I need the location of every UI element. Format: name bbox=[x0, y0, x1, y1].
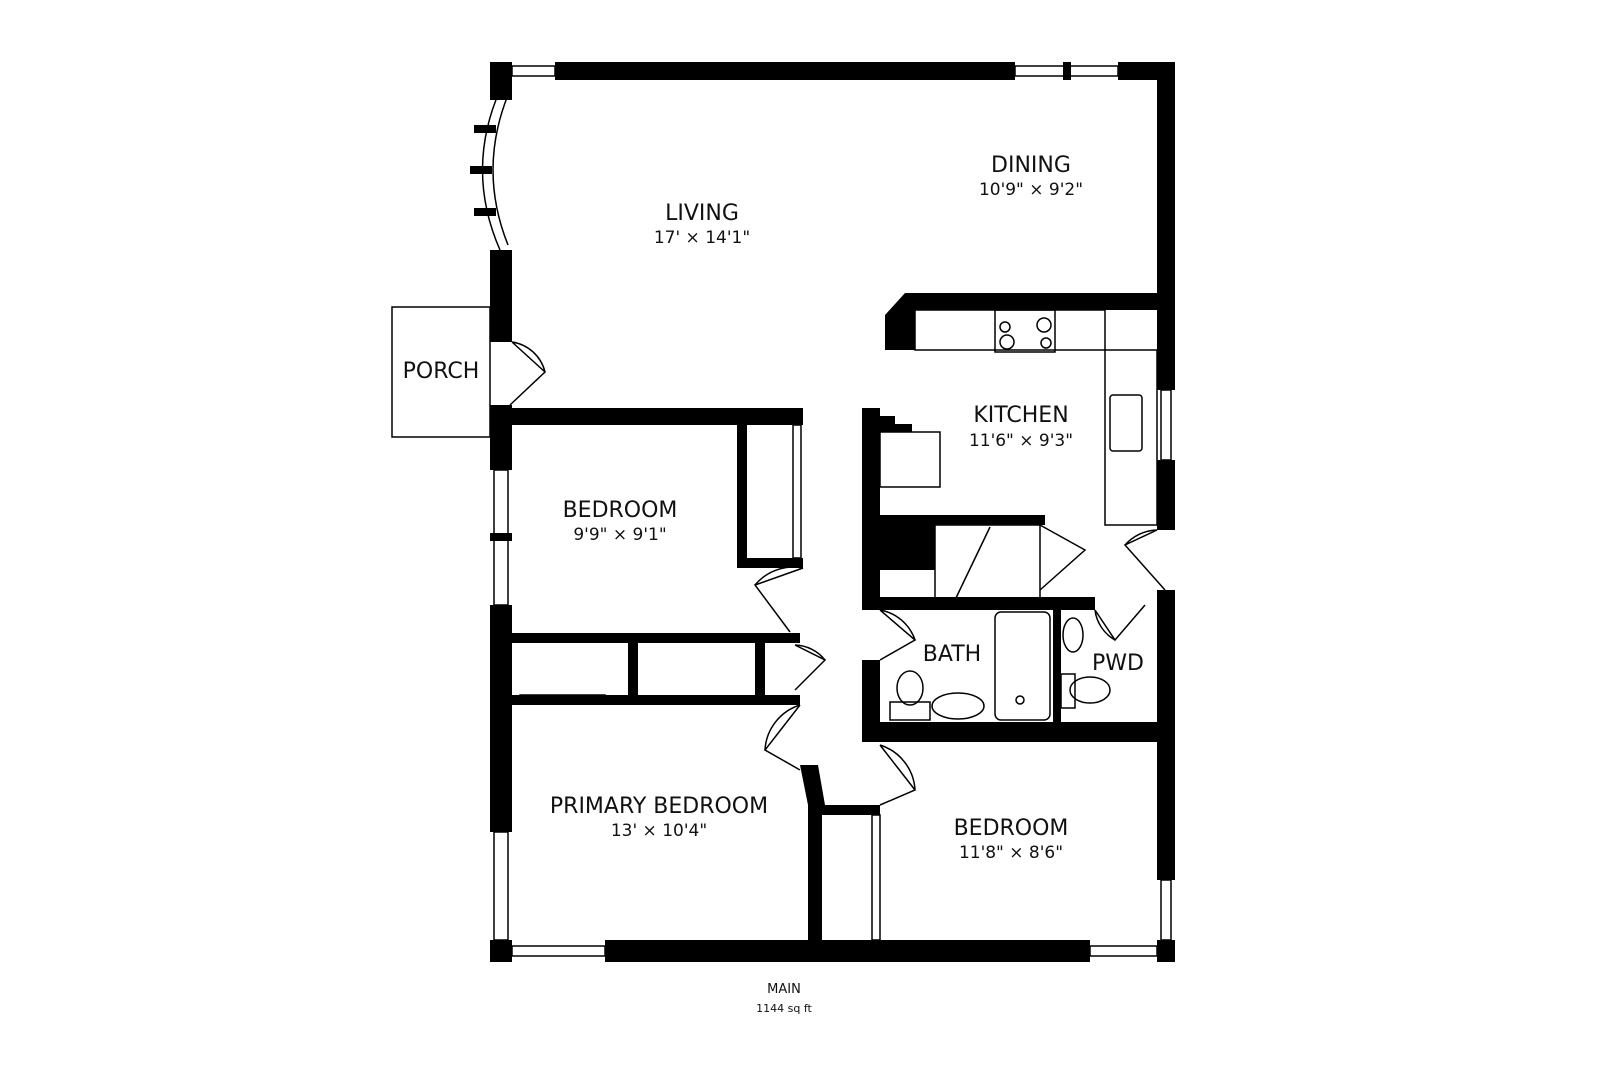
room-primary-bedroom-name: PRIMARY BEDROOM bbox=[550, 794, 768, 819]
floor-name: MAIN bbox=[767, 982, 801, 997]
room-living-name: LIVING bbox=[665, 201, 739, 226]
walls bbox=[391, 62, 1175, 962]
room-bedroom-1-dims: 9'9" × 9'1" bbox=[573, 525, 666, 545]
room-bedroom-2-dims: 11'8" × 8'6" bbox=[959, 843, 1063, 863]
room-bedroom-2-name: BEDROOM bbox=[954, 816, 1069, 841]
room-dining-dims: 10'9" × 9'2" bbox=[979, 180, 1083, 200]
room-kitchen-name: KITCHEN bbox=[973, 403, 1068, 428]
floor-area: 1144 sq ft bbox=[756, 1002, 812, 1015]
room-living-dims: 17' × 14'1" bbox=[654, 228, 750, 248]
room-bath-name: BATH bbox=[923, 642, 981, 667]
room-kitchen-dims: 11'6" × 9'3" bbox=[969, 431, 1073, 451]
room-dining-name: DINING bbox=[991, 153, 1071, 178]
room-pwd-name: PWD bbox=[1092, 651, 1144, 676]
room-bedroom-1-name: BEDROOM bbox=[563, 498, 678, 523]
room-primary-bedroom-dims: 13' × 10'4" bbox=[611, 821, 707, 841]
room-labels: LIVING 17' × 14'1" DINING 10'9" × 9'2" K… bbox=[403, 153, 1144, 863]
room-porch-name: PORCH bbox=[403, 359, 480, 384]
